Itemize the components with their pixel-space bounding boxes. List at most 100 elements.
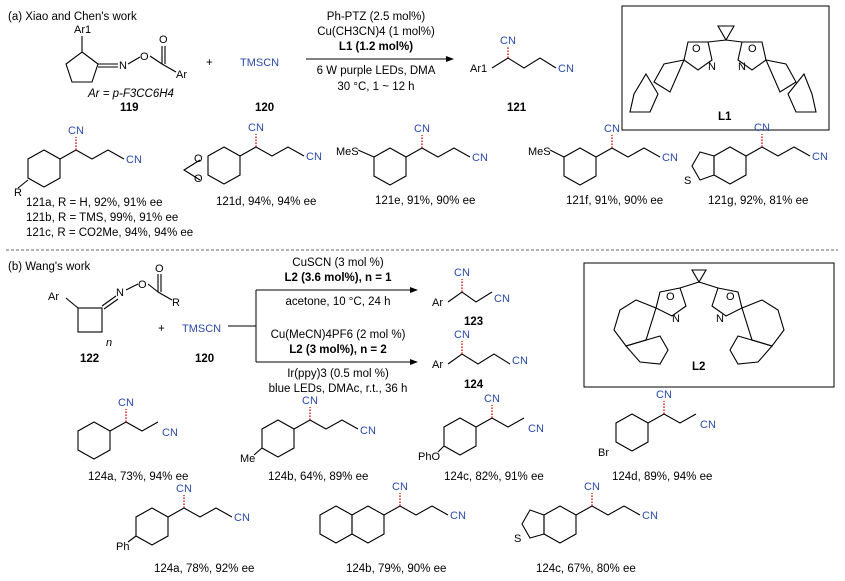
cn-group: CN bbox=[450, 510, 466, 522]
atom-n: N bbox=[738, 61, 746, 73]
cn-group: CN bbox=[68, 125, 84, 137]
mes-label: MeS bbox=[528, 146, 551, 158]
product-label: 121a, R = H, 92%, 91% ee bbox=[26, 197, 163, 209]
product-label: 124a, 78%, 92% ee bbox=[154, 563, 254, 575]
section-a-title: (a) Xiao and Chen's work bbox=[8, 11, 137, 23]
product-124d: Br CN CN bbox=[598, 389, 716, 459]
cn-group: CN bbox=[558, 63, 574, 75]
plus-sign: + bbox=[206, 57, 213, 69]
atom-o: O bbox=[748, 43, 757, 55]
cn-group: CN bbox=[126, 154, 142, 166]
me-label: Me bbox=[240, 453, 255, 465]
r-label: R bbox=[14, 187, 22, 199]
compound-num-119: 119 bbox=[120, 102, 139, 114]
ar-label: Ar bbox=[432, 297, 443, 309]
product-121: Ar1 CN CN 121 bbox=[470, 35, 574, 114]
plus-sign: + bbox=[158, 323, 165, 335]
cn-group: CN bbox=[500, 35, 516, 47]
cn-group: CN bbox=[302, 395, 318, 407]
atom-n: N bbox=[672, 313, 680, 325]
condition-line: L2 (3.6 mol%), n = 1 bbox=[284, 272, 392, 284]
condition-line: 6 W purple LEDs, DMA bbox=[317, 65, 436, 77]
cn-group: CN bbox=[472, 152, 488, 164]
atom-o: O bbox=[138, 279, 147, 291]
product-label: 124c, 82%, 91% ee bbox=[444, 471, 544, 483]
cn-group: CN bbox=[662, 152, 678, 164]
product-label: 121e, 91%, 90% ee bbox=[375, 195, 475, 207]
ar-label: Ar bbox=[48, 291, 59, 303]
product-label: 124d, 89%, 94% ee bbox=[612, 471, 712, 483]
pho-label: PhO bbox=[418, 451, 440, 463]
condition-line: blue LEDs, DMAc, r.t., 36 h bbox=[269, 383, 408, 395]
cn-group: CN bbox=[162, 427, 178, 439]
cn-group: CN bbox=[454, 329, 470, 341]
product-124c: PhO CN CN bbox=[418, 393, 544, 463]
cn-group: CN bbox=[360, 425, 376, 437]
compound-num-121: 121 bbox=[507, 102, 527, 114]
reagent-tmscn-b: TMSCN bbox=[182, 323, 221, 335]
atom-n: N bbox=[116, 287, 124, 299]
product-124: Ar CN CN 124 bbox=[432, 329, 528, 391]
substrate-119: Ar1 N O O Ar Ar = p-F3CC6H4 119 bbox=[65, 24, 187, 114]
atom-o: O bbox=[194, 153, 203, 165]
product-label: 121g, 92%, 81% ee bbox=[708, 195, 808, 207]
cn-group: CN bbox=[176, 483, 192, 495]
atom-n: N bbox=[119, 60, 127, 72]
cn-group: CN bbox=[754, 122, 770, 134]
product-124b-naphthyl: CN CN bbox=[319, 481, 466, 544]
cn-group: CN bbox=[234, 512, 250, 524]
condition-line: Ph-PTZ (2.5 mol%) bbox=[327, 11, 426, 23]
condition-line: acetone, 10 °C, 24 h bbox=[286, 296, 391, 308]
conditions-b: CuSCN (3 mol %) L2 (3.6 mol%), n = 1 ace… bbox=[228, 257, 418, 395]
cn-group: CN bbox=[392, 481, 408, 493]
cn-group: CN bbox=[656, 389, 672, 401]
cn-group: CN bbox=[604, 123, 620, 135]
atom-s: S bbox=[514, 533, 521, 545]
condition-line: Cu(MeCN)4PF6 (2 mol %) bbox=[271, 329, 406, 341]
product-123: Ar CN CN 123 bbox=[432, 267, 510, 328]
ligand-l1-box: O O N N L1 bbox=[621, 5, 830, 131]
cn-group: CN bbox=[642, 510, 658, 522]
product-124c-benzothienyl: S CN CN bbox=[514, 481, 658, 545]
n-subscript: n bbox=[106, 337, 112, 349]
ar1-label: Ar1 bbox=[470, 63, 487, 75]
ar1-label: Ar1 bbox=[74, 24, 91, 36]
product-124a: CN CN bbox=[77, 397, 178, 460]
cn-group: CN bbox=[812, 151, 828, 163]
ligand-l1-label: L1 bbox=[718, 111, 732, 123]
product-124b: Me CN CN bbox=[240, 395, 376, 465]
product-label: 124c, 67%, 80% ee bbox=[536, 563, 636, 575]
compound-num-124: 124 bbox=[464, 379, 484, 391]
condition-line: CuSCN (3 mol %) bbox=[292, 257, 384, 269]
cn-group: CN bbox=[454, 267, 470, 279]
atom-o: O bbox=[692, 43, 701, 55]
product-label: 121c, R = CO2Me, 94%, 94% ee bbox=[26, 227, 193, 239]
product-label: 124a, 73%, 94% ee bbox=[88, 471, 188, 483]
product-label: 121f, 91%, 90% ee bbox=[566, 195, 663, 207]
ph-label: Ph bbox=[116, 541, 129, 553]
reagent-tmscn-a: TMSCN bbox=[240, 57, 279, 69]
atom-n: N bbox=[716, 313, 724, 325]
ar-label: Ar bbox=[432, 359, 443, 371]
compound-num-120-b: 120 bbox=[195, 353, 214, 365]
product-124a-biphenyl: Ph CN CN bbox=[116, 483, 250, 553]
compound-num-120-a: 120 bbox=[255, 102, 274, 114]
cn-group: CN bbox=[484, 393, 500, 405]
ar-definition: Ar = p-F3CC6H4 bbox=[87, 88, 174, 100]
ligand-l2-label: L2 bbox=[692, 361, 705, 373]
product-label: 124b, 64%, 89% ee bbox=[268, 471, 368, 483]
atom-o: O bbox=[666, 291, 675, 303]
cn-group: CN bbox=[584, 481, 600, 493]
cn-group: CN bbox=[494, 293, 510, 305]
product-121d: O O CN CN bbox=[182, 122, 322, 185]
product-label: 121b, R = TMS, 99%, 91% ee bbox=[26, 212, 178, 224]
cn-group: CN bbox=[528, 423, 544, 435]
condition-line: Cu(CH3CN)4 (1 mol%) bbox=[317, 26, 435, 38]
substrate-122: Ar N O O R n 122 bbox=[48, 263, 180, 365]
atom-o: O bbox=[140, 51, 149, 63]
atom-o: O bbox=[159, 34, 168, 46]
ar-label: Ar bbox=[176, 69, 187, 81]
r-label: R bbox=[172, 297, 180, 309]
